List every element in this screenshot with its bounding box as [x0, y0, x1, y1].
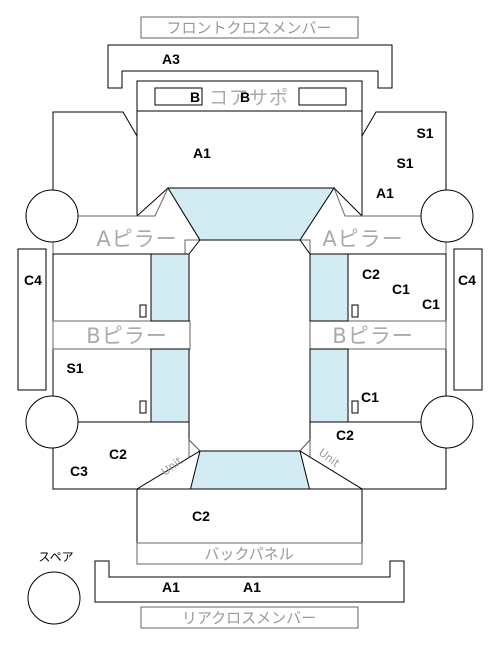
right-rocker-panel — [453, 248, 483, 391]
spare-wheel — [27, 571, 81, 625]
b-pillar-left-label: Bピラー — [86, 324, 167, 348]
a-pillar-right-label: Aピラー — [322, 227, 403, 251]
right-rear-window — [309, 348, 349, 423]
marker-c1-right-rear-door: C1 — [361, 389, 379, 405]
marker-b-left: B — [190, 89, 200, 105]
rear-cross-member-panel — [140, 606, 359, 629]
marker-a1-front-right: A1 — [376, 185, 394, 201]
right-front-door-handle — [351, 304, 359, 318]
b-pillar-left — [52, 320, 191, 350]
trunk-lid — [136, 488, 363, 544]
rear-left-wheel — [25, 395, 79, 449]
b-pillar-right-label: Bピラー — [332, 324, 413, 348]
a3-bracket — [107, 44, 393, 89]
marker-a3: A3 — [162, 51, 180, 67]
marker-c1-right-front-door-1: C1 — [392, 281, 410, 297]
front-cross-member-label: フロントクロスメンバー — [166, 19, 331, 37]
rear-right-wheel — [420, 395, 474, 449]
marker-c2-trunk: C2 — [192, 508, 210, 524]
b-pillar-right — [309, 320, 447, 350]
rear-bumper — [94, 560, 405, 603]
core-support-right-box — [298, 87, 347, 106]
left-front-door-handle — [139, 304, 147, 318]
marker-c4-right: C4 — [458, 272, 476, 288]
left-front-window — [150, 253, 190, 322]
right-rear-door-handle — [351, 400, 359, 414]
marker-s1-front-right-1: S1 — [416, 125, 433, 141]
marker-c2-rear-right: C2 — [336, 427, 354, 443]
back-panel-label: バックパネル — [204, 545, 293, 563]
front-right-wheel — [420, 189, 474, 243]
marker-c2-rear-left: C2 — [109, 446, 127, 462]
rear-cross-member-label: リアクロスメンバー — [182, 609, 316, 627]
left-rear-door-handle — [139, 400, 147, 414]
marker-s1-front-right-2: S1 — [396, 155, 413, 171]
marker-a1-hood: A1 — [193, 145, 211, 161]
back-panel — [136, 542, 363, 565]
roof-panel — [188, 239, 311, 452]
marker-c2-right-front-door: C2 — [362, 266, 380, 282]
left-rear-window — [150, 348, 190, 423]
a-pillar-left-label: Aピラー — [96, 227, 177, 251]
marker-c3-rear-left: C3 — [70, 463, 88, 479]
marker-a1-rear-bumper-right: A1 — [243, 579, 261, 595]
front-cross-member-panel — [140, 16, 359, 39]
marker-c4-left: C4 — [24, 272, 42, 288]
front-left-wheel — [25, 189, 79, 243]
right-front-window — [309, 253, 349, 322]
core-support-label: コアサポ — [209, 87, 289, 109]
marker-c1-right-front-door-2: C1 — [422, 296, 440, 312]
marker-a1-rear-bumper-left: A1 — [162, 579, 180, 595]
rear-window-glass — [189, 450, 311, 492]
spare-label: スペア — [38, 550, 73, 564]
marker-s1-left-door: S1 — [66, 360, 83, 376]
left-rocker-panel — [17, 248, 47, 391]
marker-b-right: B — [240, 89, 250, 105]
core-support-left-box — [154, 87, 203, 106]
